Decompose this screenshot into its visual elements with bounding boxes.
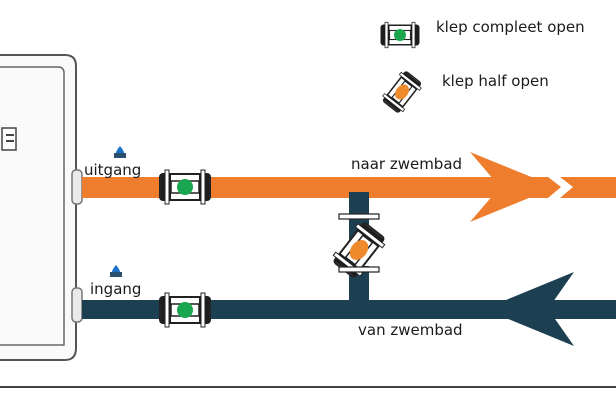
to-pool-label: naar zwembad — [351, 155, 463, 173]
inlet-flow-arrow — [484, 272, 574, 346]
legend-open-label: klep compleet open — [436, 18, 585, 36]
outlet-arrow-gap — [548, 177, 573, 198]
outlet-port — [71, 169, 83, 205]
water-drop-icon — [114, 146, 126, 158]
inlet-label: ingang — [90, 280, 142, 298]
from-pool-label: van zwembad — [358, 321, 463, 339]
outlet-valve — [159, 169, 211, 205]
inlet-port — [71, 287, 83, 323]
legend-half-open-label: klep half open — [442, 72, 549, 90]
inlet-pipe — [82, 300, 616, 319]
water-drop-icon — [110, 265, 122, 277]
valve-open-icon — [380, 21, 420, 49]
bypass-valve — [329, 218, 389, 282]
inlet-valve — [159, 292, 211, 328]
valve-half-open-icon — [379, 68, 425, 116]
unit-handle — [1, 127, 17, 151]
heat-pump-unit — [0, 54, 83, 361]
outlet-pipe — [82, 177, 616, 198]
outlet-label: uitgang — [84, 161, 142, 179]
outlet-flow-arrow — [470, 152, 556, 222]
